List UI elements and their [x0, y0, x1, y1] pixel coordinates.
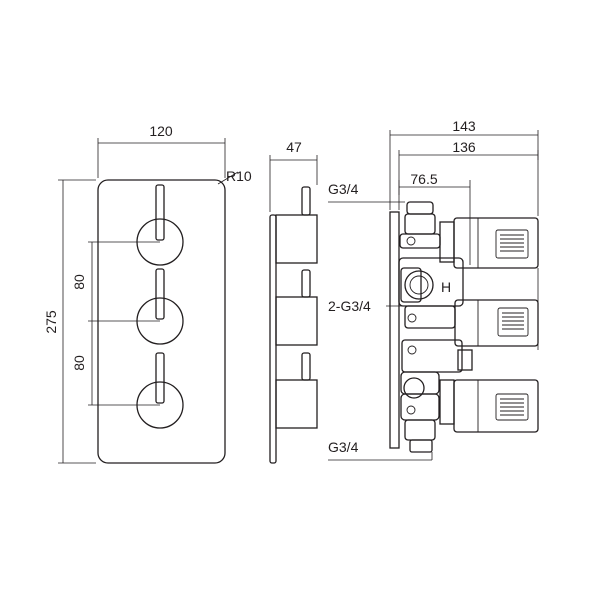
- lower-housing: [400, 339, 473, 399]
- front-handle-bottom: [136, 352, 184, 429]
- mounting-plate: [389, 211, 400, 449]
- side-handle-middle: [275, 269, 318, 346]
- dimension-total-depth: 143: [389, 118, 539, 216]
- bottom-inlet-label: G3/4: [328, 439, 359, 455]
- dimension-corner-radius: R10: [217, 168, 252, 185]
- top-inlet-fitting: [399, 201, 441, 249]
- front-view: 120 R10 275 80 80: [43, 123, 252, 464]
- valve-body-view: H: [328, 118, 539, 461]
- dimension-handle-spacing: 80 80: [71, 241, 160, 406]
- front-plate: [97, 179, 226, 464]
- cartridge-middle: [454, 299, 539, 347]
- bottom-inlet-fitting: [400, 393, 440, 453]
- side-plate: [269, 214, 277, 464]
- dimension-inlet-depth: 76.5: [398, 171, 471, 265]
- dimension-front-height: 275: [43, 179, 96, 464]
- side-depth-label: 47: [286, 139, 302, 155]
- corner-radius-label: R10: [226, 168, 252, 184]
- body-depth-label: 136: [452, 139, 476, 155]
- total-depth-label: 143: [452, 118, 476, 134]
- spacing-upper-label: 80: [71, 274, 87, 290]
- front-handle-top: [136, 184, 184, 266]
- front-handle-middle: [136, 268, 184, 345]
- cartridge-top: [439, 217, 539, 269]
- callout-outlets: 2-G3/4: [328, 298, 405, 314]
- callout-top-inlet: G3/4: [328, 181, 405, 203]
- front-width-label: 120: [149, 123, 173, 139]
- cartridge-bottom: [439, 379, 539, 433]
- side-handle-bottom: [275, 352, 318, 429]
- valve-marking: H: [441, 279, 451, 295]
- dimension-side-depth: 47: [269, 139, 318, 212]
- inlet-depth-label: 76.5: [410, 171, 437, 187]
- side-view: 47: [269, 139, 318, 464]
- valve-housing: H: [398, 257, 464, 329]
- callout-bottom-inlet: G3/4: [328, 439, 433, 461]
- side-handle-top: [275, 186, 318, 264]
- spacing-lower-label: 80: [71, 355, 87, 371]
- top-inlet-label: G3/4: [328, 181, 359, 197]
- dimension-front-width: 120: [97, 123, 226, 178]
- front-height-label: 275: [43, 310, 59, 334]
- outlets-label: 2-G3/4: [328, 298, 371, 314]
